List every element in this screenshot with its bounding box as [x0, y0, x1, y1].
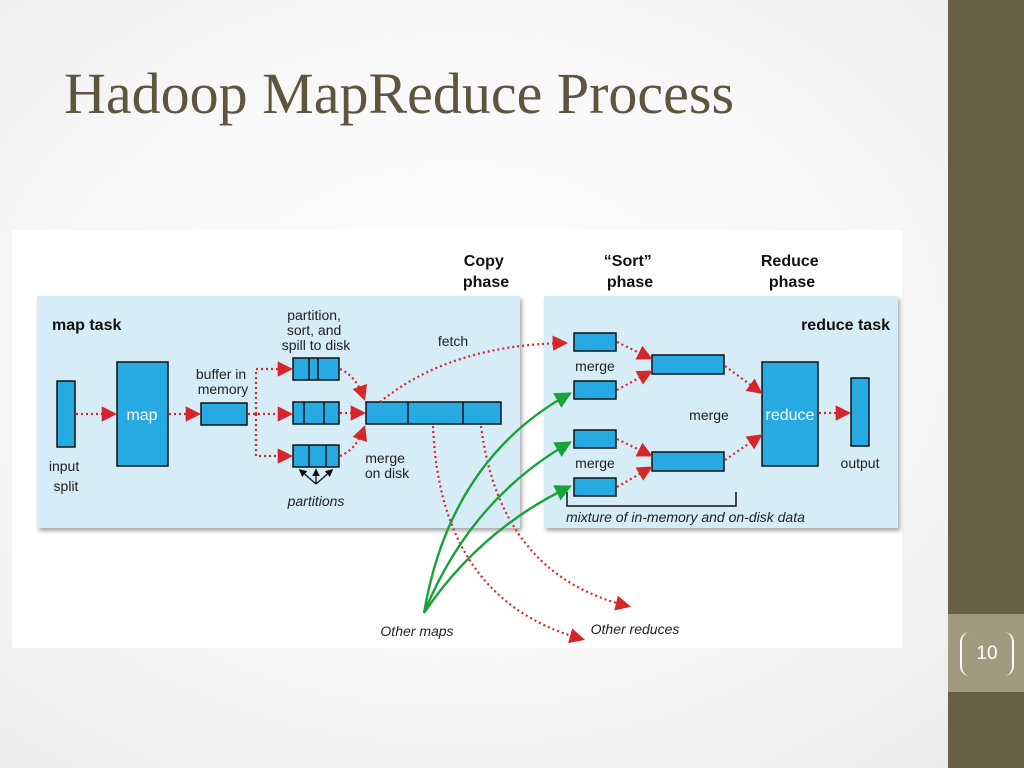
slide-title: Hadoop MapReduce Process [64, 61, 735, 126]
merged-segment-bottom [651, 451, 725, 472]
spill-file-1 [292, 357, 340, 381]
buffer-label: buffer in memory [196, 366, 250, 397]
mixture-label: mixture of in-memory and on-disk data [566, 509, 805, 525]
reduce-box [761, 361, 819, 467]
other-reduces-label: Other reduces [591, 621, 680, 637]
spill-file-3 [292, 444, 340, 468]
fetch-arrow [379, 335, 569, 403]
merge-bottom-label: merge [575, 455, 615, 471]
partitions-pointers [298, 468, 334, 485]
reduce-input-4 [573, 477, 617, 497]
reduce-side-arrows [616, 341, 852, 488]
other-maps-label: Other maps [380, 623, 453, 639]
map-label: map [126, 407, 157, 424]
copy-phase-label: Copy phase [463, 253, 509, 291]
output-box [850, 377, 870, 447]
partitions-label: partitions [287, 493, 345, 509]
merge-middle-label: merge [689, 407, 729, 423]
map-task-title: map task [52, 317, 121, 334]
input-split-label: input split [49, 458, 83, 494]
spill-label: partition, sort, and spill to disk [282, 307, 351, 353]
reduce-input-1 [573, 332, 617, 352]
page-number: 10 [960, 632, 1014, 676]
input-split-box [56, 380, 76, 448]
merged-map-output [365, 401, 502, 425]
buffer-box [200, 402, 248, 426]
output-label: output [841, 455, 880, 471]
merge-top-label: merge [575, 358, 615, 374]
reduce-label: reduce [766, 407, 815, 424]
reduce-input-3 [573, 429, 617, 449]
fetch-label: fetch [438, 333, 468, 349]
other-maps-arrows [422, 392, 573, 614]
merge-on-disk-label: merge on disk [365, 450, 410, 481]
merged-segment-top [651, 354, 725, 375]
reduce-task-title: reduce task [801, 317, 890, 334]
reduce-phase-label: Reduce phase [761, 253, 823, 291]
reduce-input-2 [573, 380, 617, 400]
map-side-arrows [76, 361, 368, 464]
mapreduce-diagram: Copy phase “Sort” phase Reduce phase map… [37, 253, 898, 644]
spill-file-2 [292, 401, 340, 425]
sort-phase-label: “Sort” phase [604, 253, 656, 291]
